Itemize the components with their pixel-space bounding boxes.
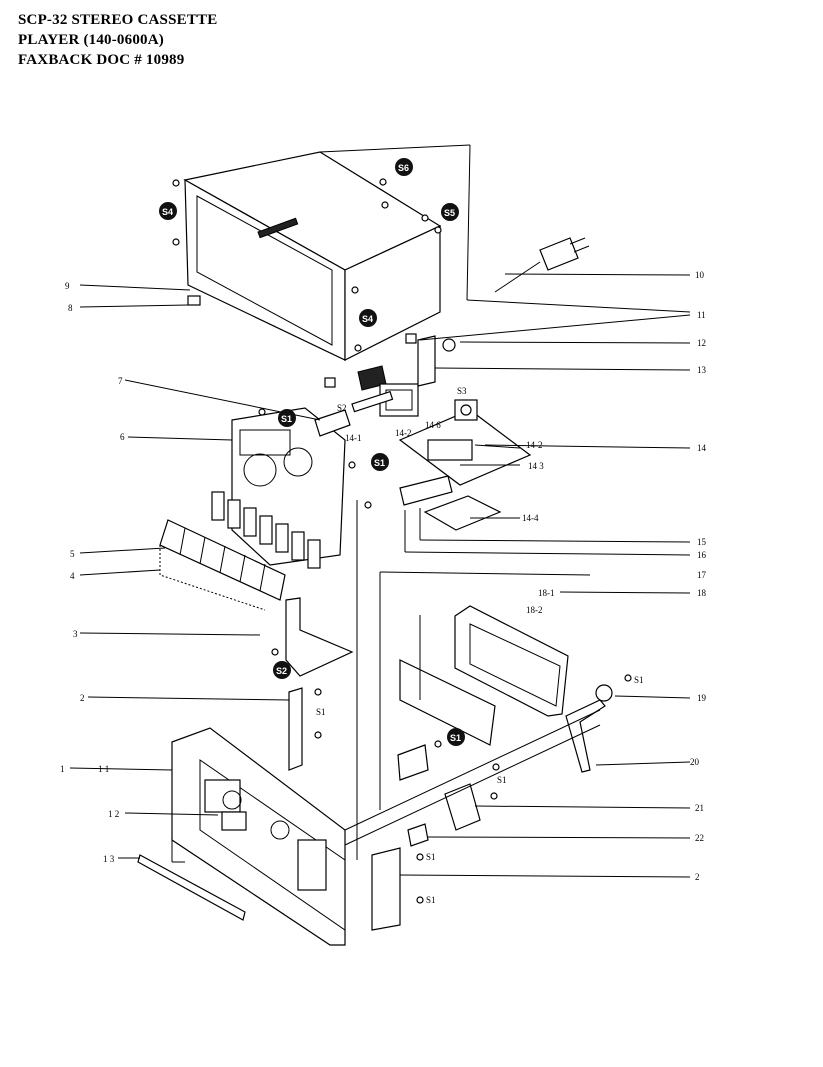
- svg-text:S2: S2: [276, 666, 287, 676]
- svg-text:S4: S4: [162, 207, 173, 217]
- label-14-3: 14 3: [528, 461, 544, 471]
- badge-s4-right: S4: [359, 309, 377, 327]
- label-3: 3: [73, 629, 78, 639]
- label-17: 17: [697, 570, 707, 580]
- label-12: 12: [697, 338, 706, 348]
- label-20: 20: [690, 757, 700, 767]
- badge-s6: S6: [395, 158, 413, 176]
- label-s1-c: S1: [497, 775, 507, 785]
- label-14-1: 14-1: [345, 433, 362, 443]
- label-s1-d: S1: [426, 852, 436, 862]
- label-13: 13: [697, 365, 707, 375]
- foot: [324, 377, 336, 388]
- label-1-2: 1 2: [108, 809, 119, 819]
- rear-bracket: [417, 335, 436, 387]
- label-s1-a: S1: [316, 707, 326, 717]
- badge-s2: S2: [273, 661, 291, 679]
- bracket-7: [314, 409, 351, 437]
- label-18-2: 18-2: [526, 605, 543, 615]
- label-14-6: 14 6: [425, 420, 441, 430]
- foot: [187, 295, 201, 306]
- label-1: 1: [60, 764, 65, 774]
- label-4: 4: [70, 571, 75, 581]
- part-22: [407, 823, 429, 847]
- label-1-1: 1 1: [98, 764, 109, 774]
- label-15: 15: [697, 537, 707, 547]
- cassette-door: [399, 605, 569, 746]
- svg-text:S4: S4: [362, 314, 373, 324]
- document-title: SCP-32 STEREO CASSETTE PLAYER (140-0600A…: [18, 10, 217, 70]
- svg-text:S5: S5: [444, 208, 455, 218]
- label-18-1: 18-1: [538, 588, 555, 598]
- svg-text:S1: S1: [281, 414, 292, 424]
- chassis-bracket: [285, 597, 354, 677]
- label-14-2: 14-2: [526, 440, 543, 450]
- badge-s1-top: S1: [278, 409, 296, 427]
- trim-strip: [137, 854, 246, 921]
- shield-plate: [423, 495, 502, 531]
- side-bracket-left: [288, 687, 303, 771]
- svg-text:S1: S1: [450, 733, 461, 743]
- label-2-left: 2: [80, 693, 85, 703]
- switch-21: [444, 783, 481, 831]
- label-8: 8: [68, 303, 73, 313]
- label-22: 22: [695, 833, 704, 843]
- assembly-lines: [344, 500, 601, 860]
- power-transformer: [351, 365, 419, 417]
- title-line-3: FAXBACK DOC # 10989: [18, 52, 185, 68]
- label-10: 10: [695, 270, 705, 280]
- label-6: 6: [120, 432, 125, 442]
- leader-lines: [69, 273, 691, 878]
- svg-text:S1: S1: [374, 458, 385, 468]
- power-board: [398, 399, 532, 486]
- label-s2: S2: [337, 403, 347, 413]
- foot: [405, 333, 417, 344]
- label-5: 5: [70, 549, 75, 559]
- label-9: 9: [65, 281, 70, 291]
- cassette-mechanism: [211, 407, 346, 569]
- key-buttons: [159, 519, 286, 611]
- title-line-1: SCP-32 STEREO CASSETTE: [18, 12, 218, 28]
- callout-labels: 9 8 10 11 12 13 14 15 16 17 18 18-1 18-2…: [60, 270, 707, 905]
- title-line-2: PLAYER (140-0600A): [18, 32, 164, 48]
- badge-s4-left: S4: [159, 202, 177, 220]
- label-11: 11: [697, 310, 706, 320]
- label-14: 14: [697, 443, 707, 453]
- label-18: 18: [697, 588, 707, 598]
- side-bracket-right: [371, 847, 401, 931]
- label-19: 19: [697, 693, 707, 703]
- label-s1-e: S1: [426, 895, 436, 905]
- label-14-5: 14-2: [395, 428, 412, 438]
- badge-s5: S5: [441, 203, 459, 221]
- bracket-17: [397, 744, 429, 781]
- badge-s1-mid: S1: [371, 453, 389, 471]
- svg-text:S6: S6: [398, 163, 409, 173]
- label-1-3: 1 3: [103, 854, 115, 864]
- fuse-holder: [442, 338, 456, 352]
- top-cover: [183, 144, 691, 361]
- label-14-4: 14-4: [522, 513, 539, 523]
- power-cord: [494, 237, 590, 293]
- screws: [172, 178, 632, 904]
- label-s1-b: S1: [634, 675, 644, 685]
- label-s3: S3: [457, 386, 467, 396]
- badge-s1-bottom: S1: [447, 728, 465, 746]
- label-2-right: 2: [695, 872, 700, 882]
- label-7: 7: [118, 376, 123, 386]
- bracket-15: [399, 475, 453, 506]
- front-panel: [171, 727, 346, 946]
- knob-19: [595, 684, 613, 702]
- label-21: 21: [695, 803, 704, 813]
- label-16: 16: [697, 550, 707, 560]
